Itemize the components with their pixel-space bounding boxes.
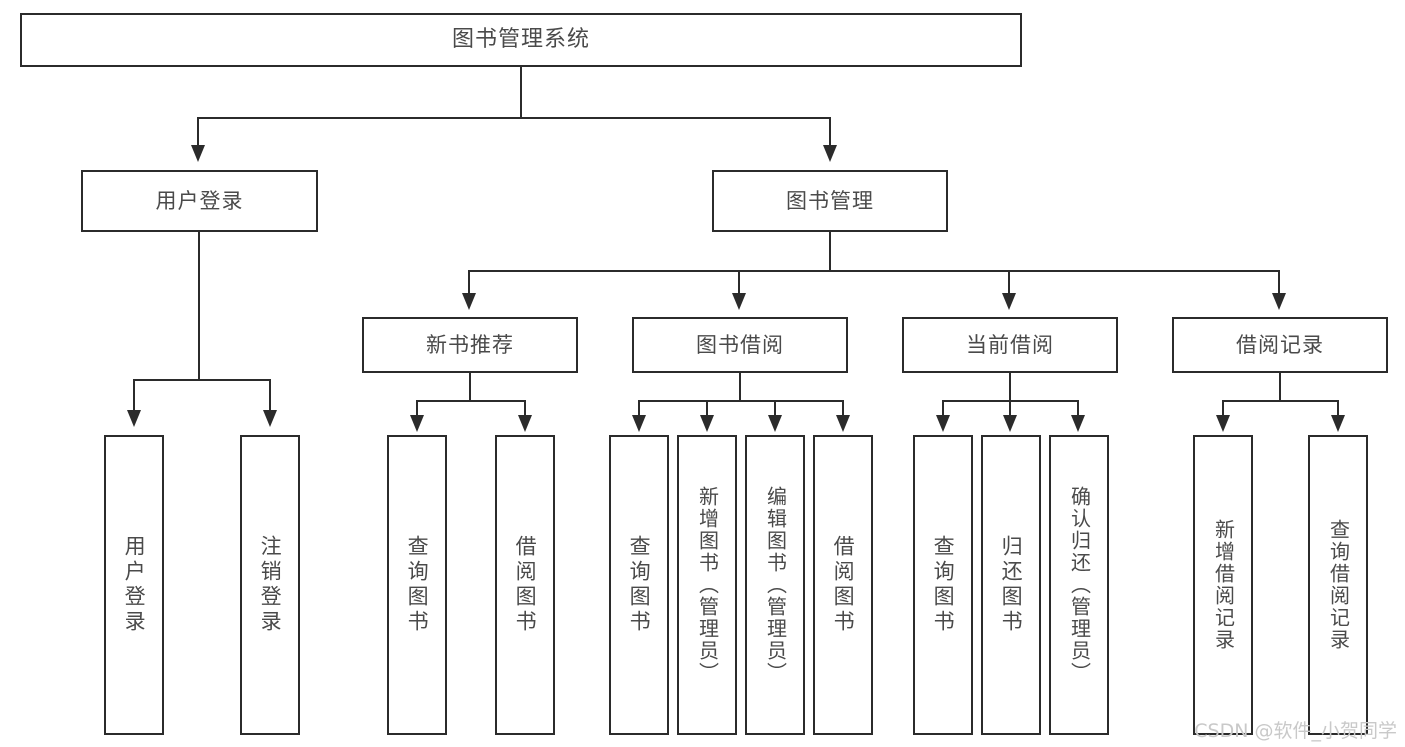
arrowhead-book-borrow [732,293,746,310]
node-label: 查询图书 [405,535,430,635]
connector-book-manage-bus [468,270,1279,272]
arrowhead-nb-query [410,415,424,432]
node-label: 新增借阅记录 [1211,519,1236,651]
leaf-user-login[interactable]: 用户登录 [104,435,164,735]
arrowhead-new-book [462,293,476,310]
node-current-borrow[interactable]: 当前借阅 [902,317,1118,373]
leaf-nb-query-book[interactable]: 查询图书 [387,435,447,735]
connector-drop-book-borrow [738,270,740,295]
arrowhead-bb-borrow [836,415,850,432]
arrowhead-cb-confirm [1071,415,1085,432]
node-label: 图书借阅 [696,332,784,357]
arrowhead-br-query [1331,415,1345,432]
arrowhead-bb-add [700,415,714,432]
connector-borrow-record-bus [1222,400,1339,402]
node-book-management[interactable]: 图书管理 [712,170,948,232]
leaf-bb-query-book[interactable]: 查询图书 [609,435,669,735]
connector-user-login-stem [198,232,200,380]
node-label: 新书推荐 [426,332,514,357]
node-label: 图书管理系统 [451,27,590,53]
arrowhead-bb-query [632,415,646,432]
connector-root-bus [197,117,831,119]
connector-drop-leaf-user-login [133,379,135,412]
node-label: 查询借阅记录 [1326,519,1351,651]
node-label: 归还图书 [999,535,1024,635]
connector-new-book-stem [469,373,471,401]
node-label: 查询图书 [627,535,652,635]
connector-current-borrow-stem [1009,373,1011,401]
connector-drop-bb-add [706,400,708,417]
node-label: 借阅图书 [831,535,856,635]
arrowhead-nb-borrow [518,415,532,432]
node-user-login[interactable]: 用户登录 [81,170,318,232]
node-label: 借阅图书 [513,535,538,635]
connector-drop-new-book [468,270,470,295]
arrowhead-user-login [191,145,205,162]
node-label: 用户登录 [155,188,244,213]
node-label: 借阅记录 [1236,332,1324,357]
connector-borrow-record-stem [1279,373,1281,401]
node-new-book-recommend[interactable]: 新书推荐 [362,317,578,373]
connector-drop-bb-query [638,400,640,417]
connector-root-stem [520,67,522,118]
arrowhead-current-borrow [1002,293,1016,310]
connector-book-manage-stem [829,232,831,271]
node-borrow-record[interactable]: 借阅记录 [1172,317,1388,373]
leaf-logout[interactable]: 注销登录 [240,435,300,735]
node-label: 用户登录 [122,535,147,635]
connector-drop-nb-borrow [524,400,526,417]
node-label: 编辑图书（管理员） [763,486,788,684]
leaf-br-add-record[interactable]: 新增借阅记录 [1193,435,1253,735]
node-book-borrow[interactable]: 图书借阅 [632,317,848,373]
connector-drop-bb-edit [774,400,776,417]
arrowhead-bb-edit [768,415,782,432]
node-root-system[interactable]: 图书管理系统 [20,13,1022,67]
connector-drop-cb-confirm [1077,400,1079,417]
connector-drop-cb-return [1009,400,1011,417]
arrowhead-cb-query [936,415,950,432]
connector-book-borrow-bus [638,400,844,402]
node-label: 查询图书 [931,535,956,635]
leaf-nb-borrow-book[interactable]: 借阅图书 [495,435,555,735]
arrowhead-borrow-record [1272,293,1286,310]
arrowhead-leaf-logout [263,410,277,427]
node-label: 当前借阅 [966,332,1054,357]
leaf-cb-return-book[interactable]: 归还图书 [981,435,1041,735]
connector-drop-bb-borrow [842,400,844,417]
connector-drop-leaf-logout [269,379,271,412]
connector-drop-cb-query [942,400,944,417]
connector-drop-book-manage [829,117,831,147]
connector-drop-nb-query [416,400,418,417]
connector-user-login-bus [133,379,270,381]
node-label: 新增图书（管理员） [695,486,720,684]
leaf-br-query-record[interactable]: 查询借阅记录 [1308,435,1368,735]
arrowhead-leaf-user-login [127,410,141,427]
leaf-bb-edit-book-admin[interactable]: 编辑图书（管理员） [745,435,805,735]
leaf-cb-query-book[interactable]: 查询图书 [913,435,973,735]
connector-drop-borrow-record [1278,270,1280,295]
connector-drop-br-query [1337,400,1339,417]
arrowhead-cb-return [1003,415,1017,432]
leaf-bb-borrow-book[interactable]: 借阅图书 [813,435,873,735]
node-label: 注销登录 [258,535,283,635]
connector-book-borrow-stem [739,373,741,401]
node-label: 图书管理 [786,188,874,213]
arrowhead-book-manage [823,145,837,162]
leaf-bb-add-book-admin[interactable]: 新增图书（管理员） [677,435,737,735]
connector-drop-user-login [197,117,199,147]
connector-drop-current-borrow [1008,270,1010,295]
csdn-watermark: CSDN @软件_小贺同学 [1194,720,1397,742]
arrowhead-br-add [1216,415,1230,432]
leaf-cb-confirm-return-admin[interactable]: 确认归还（管理员） [1049,435,1109,735]
node-label: 确认归还（管理员） [1067,486,1092,684]
connector-drop-br-add [1222,400,1224,417]
connector-new-book-bus [416,400,526,402]
